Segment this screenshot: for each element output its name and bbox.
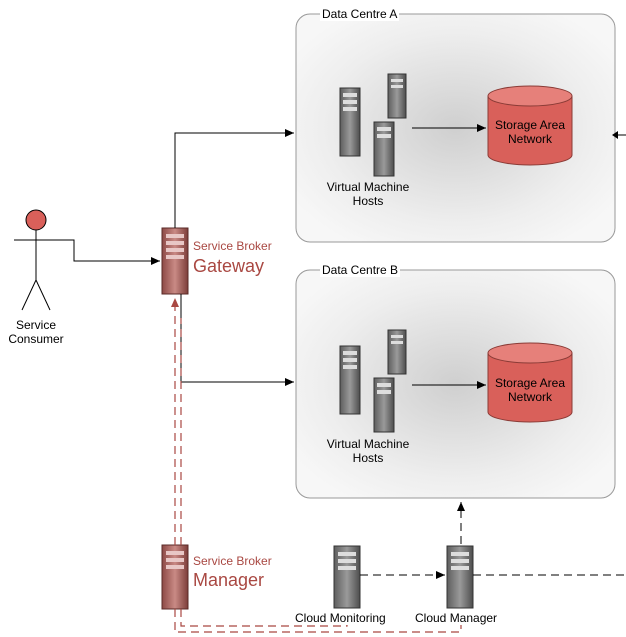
vm-host-server-icon xyxy=(387,329,407,375)
gateway-small-label: Service Broker xyxy=(193,239,272,253)
cloud-manager-server-icon xyxy=(446,545,474,609)
data-centre-b-panel xyxy=(295,269,616,499)
storage-label-line: Network xyxy=(507,390,552,404)
service-consumer-label: Service Consumer xyxy=(0,318,72,346)
vm-host-server-icon xyxy=(373,121,395,177)
cloud-monitoring-label: Cloud Monitoring xyxy=(295,611,386,625)
service-consumer-actor-icon xyxy=(14,209,60,311)
vm-hosts-label-line: Virtual Machine xyxy=(326,437,410,451)
storage-label-line: Storage Area xyxy=(494,376,566,390)
gateway-to-dc-b-arrow xyxy=(180,294,294,386)
vm-host-server-icon xyxy=(373,377,395,433)
vm-hosts-label-line: Hosts xyxy=(352,194,384,208)
vm-hosts-label-line: Hosts xyxy=(352,451,384,465)
cloud-monitoring-server-icon xyxy=(333,545,361,609)
vm-host-server-icon xyxy=(339,87,361,157)
consumer-label-line: Service xyxy=(15,318,56,332)
manager-server-icon xyxy=(161,544,189,610)
storage-area-network-b-icon xyxy=(487,342,573,423)
manager-big-label: Manager xyxy=(193,570,265,590)
storage-label-b: Storage Area Network xyxy=(486,376,574,404)
gateway-big-label: Gateway xyxy=(193,256,265,276)
gateway-server-icon xyxy=(161,227,189,295)
storage-label-line: Network xyxy=(507,132,552,146)
manager-small-label: Service Broker xyxy=(193,554,272,568)
vm-hosts-label-a: Virtual Machine Hosts xyxy=(318,180,418,208)
vm-host-server-icon xyxy=(339,345,361,415)
storage-area-network-a-icon xyxy=(487,85,573,166)
consumer-label-line: Consumer xyxy=(8,332,64,346)
storage-label-line: Storage Area xyxy=(494,118,566,132)
arrowhead-right-icon xyxy=(612,131,618,139)
data-centre-b-title: Data Centre B xyxy=(320,263,401,277)
vm-hosts-label-line: Virtual Machine xyxy=(326,180,410,194)
consumer-to-gateway-arrow xyxy=(60,239,160,265)
vm-host-server-icon xyxy=(387,73,407,119)
vm-hosts-label-b: Virtual Machine Hosts xyxy=(318,437,418,465)
storage-label-a: Storage Area Network xyxy=(486,118,574,146)
gateway-to-dc-a-arrow xyxy=(174,129,294,228)
cloud-manager-label: Cloud Manager xyxy=(415,611,498,625)
data-centre-a-title: Data Centre A xyxy=(320,7,400,21)
